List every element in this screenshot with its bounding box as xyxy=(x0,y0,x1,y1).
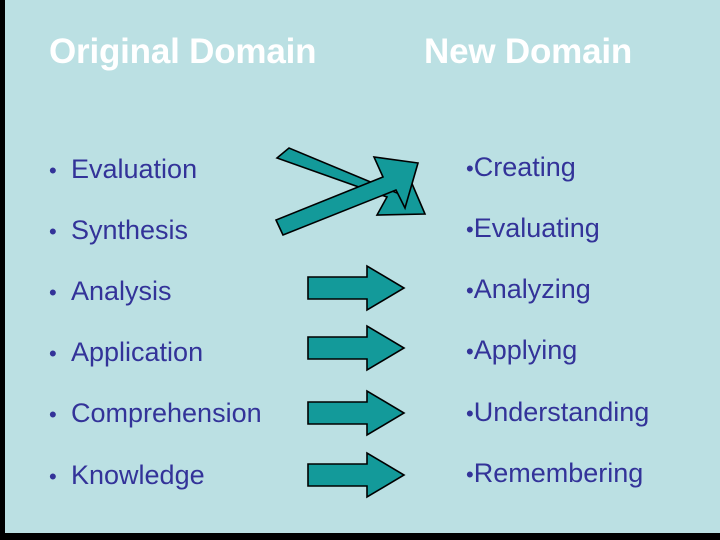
list-item-label: Analysis xyxy=(71,276,172,306)
bullet-icon: • xyxy=(466,339,474,364)
list-item-label: Understanding xyxy=(473,397,650,427)
slide-canvas: Original Domain New Domain • Evaluation … xyxy=(5,0,720,533)
arrow-right-icon xyxy=(307,264,406,312)
bullet-icon: • xyxy=(466,217,474,242)
list-item-label: Evaluating xyxy=(473,213,600,243)
list-item-label: Remembering xyxy=(473,458,644,488)
page-title-original-domain: Original Domain xyxy=(49,32,317,71)
list-item[interactable]: • Remembering xyxy=(466,458,643,490)
arrow-down-right-icon xyxy=(275,147,427,216)
arrow-right-icon xyxy=(307,324,406,372)
list-item[interactable]: • Understanding xyxy=(466,397,649,429)
bullet-icon: • xyxy=(466,401,474,426)
bullet-icon: • xyxy=(466,462,474,487)
list-item[interactable]: • Evaluating xyxy=(466,213,600,245)
arrow-up-right-icon xyxy=(274,156,420,237)
bullet-icon: • xyxy=(49,219,57,244)
bullet-icon: • xyxy=(49,464,57,489)
bullet-icon: • xyxy=(49,341,57,366)
list-item[interactable]: • Comprehension xyxy=(49,398,262,430)
list-item[interactable]: • Analysis xyxy=(49,276,172,308)
list-item[interactable]: • Analyzing xyxy=(466,274,591,306)
bullet-icon: • xyxy=(466,156,474,181)
list-item-label: Comprehension xyxy=(71,398,262,428)
list-item[interactable]: • Synthesis xyxy=(49,215,188,247)
bullet-icon: • xyxy=(49,158,57,183)
list-item[interactable]: • Application xyxy=(49,337,203,369)
list-item-label: Knowledge xyxy=(71,460,205,490)
arrow-diagram xyxy=(274,147,427,499)
page-title-new-domain: New Domain xyxy=(424,32,633,71)
list-item-label: Application xyxy=(71,337,204,367)
list-item-label: Analyzing xyxy=(473,274,591,304)
list-item[interactable]: • Knowledge xyxy=(49,460,205,492)
bullet-icon: • xyxy=(49,280,57,305)
arrow-right-icon xyxy=(307,389,406,437)
list-item-label: Evaluation xyxy=(71,154,198,184)
bullet-icon: • xyxy=(466,278,474,303)
list-item[interactable]: • Evaluation xyxy=(49,154,197,186)
list-item[interactable]: • Applying xyxy=(466,335,577,367)
list-item-label: Applying xyxy=(473,335,578,365)
arrow-right-icon xyxy=(307,451,406,499)
list-item[interactable]: • Creating xyxy=(466,152,576,184)
list-item-label: Synthesis xyxy=(71,215,189,245)
list-item-label: Creating xyxy=(473,152,576,182)
bullet-icon: • xyxy=(49,402,57,427)
